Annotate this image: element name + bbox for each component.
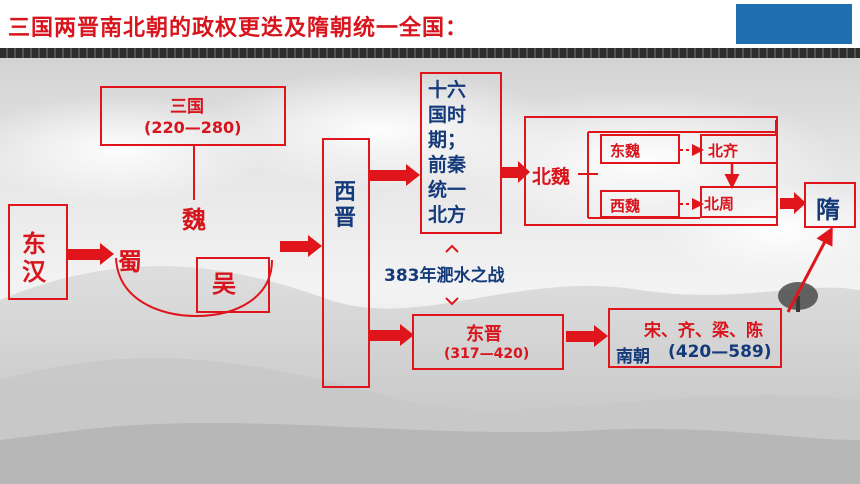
sanguo-name: 三国 (170, 97, 204, 117)
nanchao-name: 南朝 (616, 347, 650, 367)
arrow-beizhou-to-sui (780, 192, 806, 214)
dongjin-years: (317—420) (444, 346, 530, 362)
nanchao-box (608, 308, 782, 368)
arrow-xijin-to-dongjin (370, 324, 414, 346)
shu-label: 蜀 (118, 248, 142, 276)
title-decoration (736, 4, 852, 44)
donghan-box (8, 204, 68, 300)
sanguo-years: (220—280) (144, 118, 242, 137)
wu-box (196, 257, 270, 313)
wei-label: 魏 (182, 206, 206, 234)
xijin-box (322, 138, 370, 388)
arrow-xijin-to-shiliuguo (370, 164, 420, 186)
title-underline (0, 48, 860, 58)
title-bar: 三国两晋南北朝的政权更迭及隋朝统一全国： (0, 0, 860, 58)
sui-box (804, 182, 856, 228)
arrow-wu-to-xijin (280, 235, 322, 257)
sui-label: 隋 (816, 196, 840, 224)
beiwei-box (524, 116, 778, 226)
beiqi-label: 北齐 (708, 142, 739, 160)
battle-down-chevron (445, 297, 459, 306)
xijin-label: 西晋 (334, 180, 357, 231)
donghan-label: 东汉 (22, 230, 46, 286)
nanchao-dynasties: 宋、齐、梁、陈 (644, 321, 763, 341)
dongwei-label: 东魏 (610, 142, 641, 160)
xiwei-label: 西魏 (610, 197, 641, 215)
battle-up-chevron (445, 244, 459, 253)
battle-label: 383年淝水之战 (384, 266, 505, 286)
xiwei-box (600, 190, 680, 218)
beizhou-label: 北周 (704, 195, 735, 213)
page-title: 三国两晋南北朝的政权更迭及隋朝统一全国： (8, 16, 469, 41)
wu-label: 吴 (212, 270, 236, 298)
nanchao-to-sui (786, 226, 833, 313)
shiliuguo-label: 十六国时期；前秦统一北方 (428, 79, 467, 226)
beiwei-label: 北魏 (532, 166, 571, 188)
dongwei-box (600, 134, 680, 164)
beizhou-box (700, 186, 778, 218)
dongjin-box (412, 314, 564, 370)
beiqi-box (700, 134, 778, 164)
dongjin-name: 东晋 (466, 324, 502, 345)
shiliuguo-box (420, 72, 502, 234)
sanguo-box (100, 86, 286, 146)
arrow-donghan-to-shu (68, 243, 114, 265)
shu-wu-arc (115, 257, 273, 318)
arrow-dongjin-to-nanchao (566, 325, 608, 347)
nanchao-years: (420—589) (668, 342, 772, 362)
